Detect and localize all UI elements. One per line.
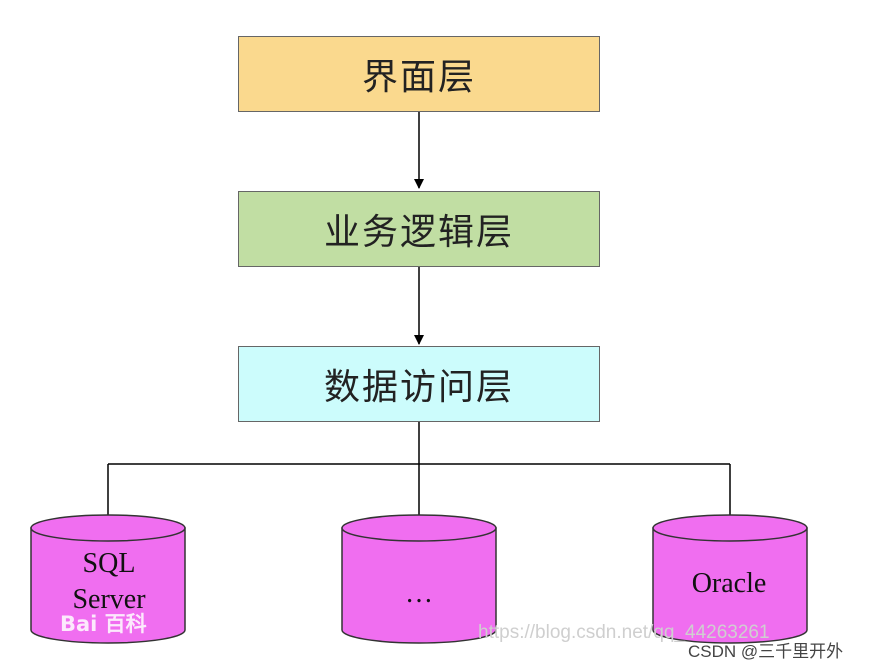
db-oracle-label: Oracle [691, 568, 767, 599]
layer-data-access-label: 数据访问层 [323, 367, 514, 408]
layer-ui-label: 界面层 [361, 57, 476, 98]
db-ellipsis-cylinder-body [341, 527, 497, 644]
db-ellipsis-cylinder-top [341, 514, 497, 542]
db-sqlserver-label: SQL Server [32, 546, 186, 618]
db-sqlserver-label-line2: Server [72, 584, 146, 615]
db-ellipsis-label: … [405, 578, 433, 609]
db-ellipsis-cylinder [341, 514, 497, 644]
baidu-watermark: Bai 百科 [60, 612, 147, 636]
db-oracle-cylinder-top [652, 514, 808, 542]
db-sqlserver-cylinder [30, 514, 186, 644]
db-sqlserver-label-line1: SQL [82, 548, 136, 579]
url-watermark: https://blog.csdn.net/qq_44263261 [478, 622, 770, 643]
layer-business-logic-label: 业务逻辑层 [323, 212, 514, 253]
db-sqlserver-cylinder-top [30, 514, 186, 542]
csdn-watermark: CSDN @三千里开外 [688, 642, 844, 661]
db-oracle-cylinder [652, 514, 808, 644]
layer-ui: 界面层 [238, 36, 600, 112]
db-sqlserver-cylinder-body [30, 527, 186, 644]
db-oracle-cylinder-body [652, 527, 808, 644]
layer-data-access: 数据访问层 [238, 346, 600, 422]
layer-business-logic: 业务逻辑层 [238, 191, 600, 267]
